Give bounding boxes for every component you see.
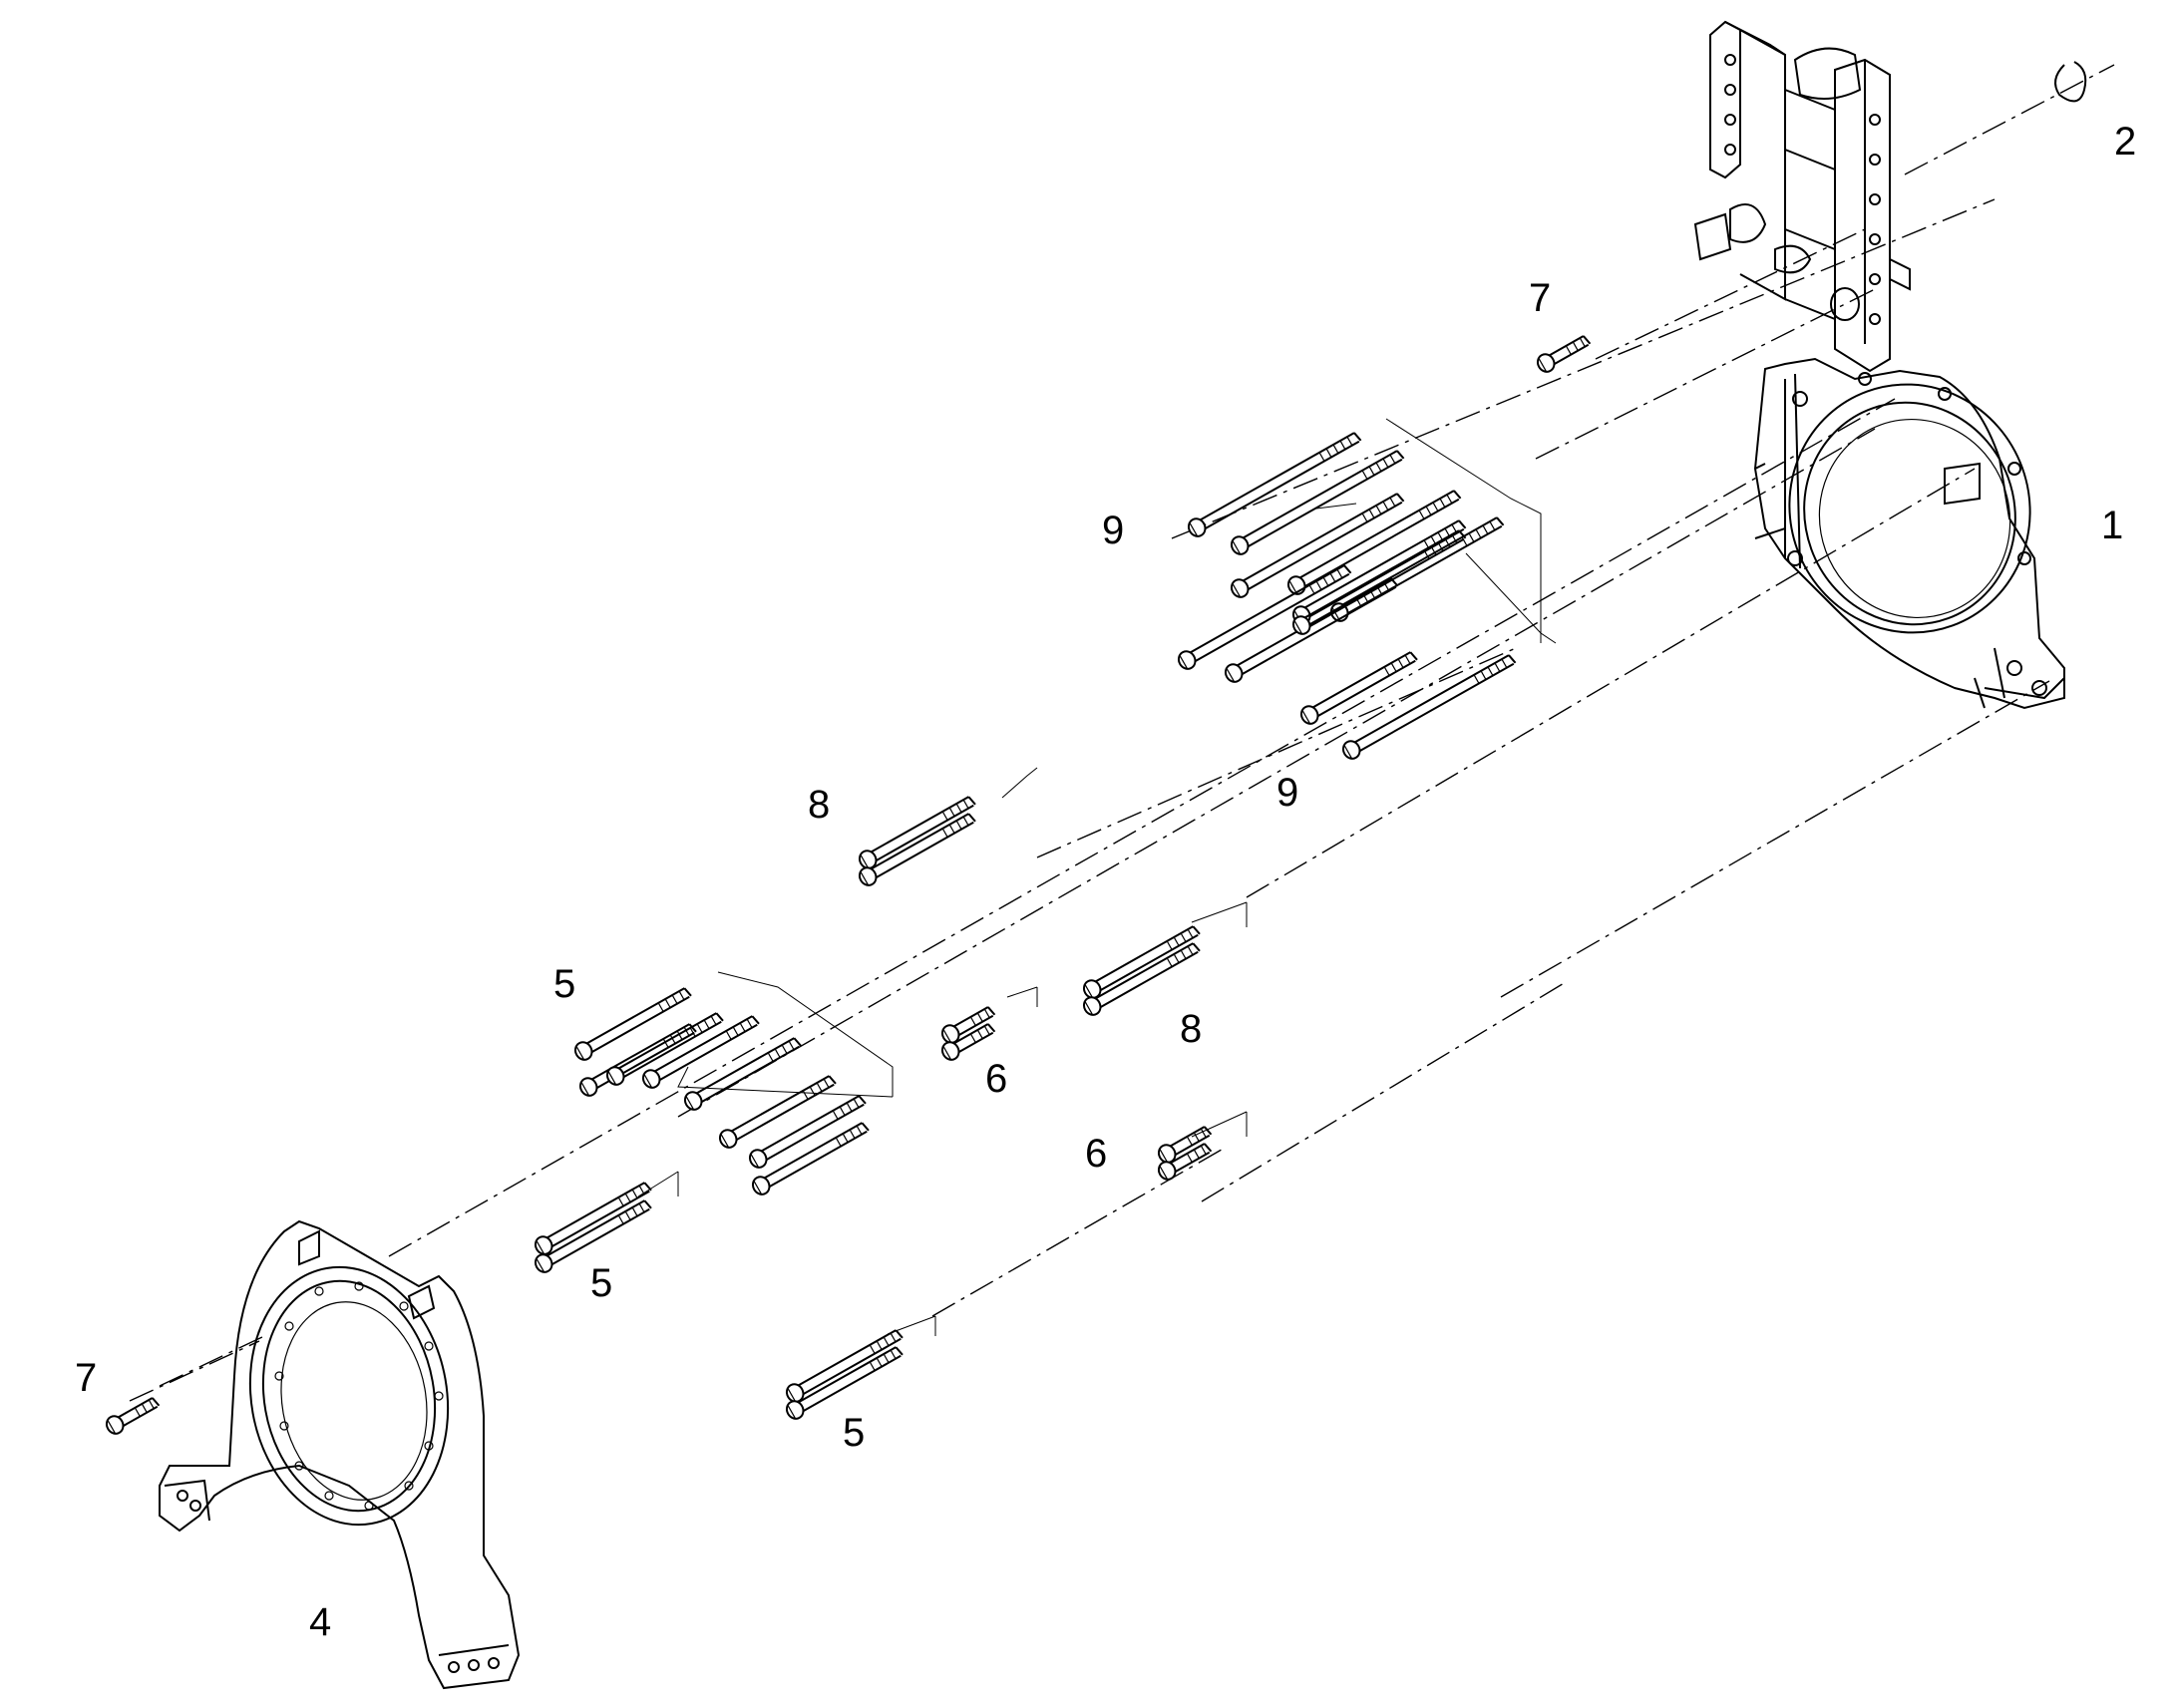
bolt	[1227, 445, 1407, 558]
callout-6-upper: 6	[985, 1057, 1007, 1101]
callout-4: 4	[309, 1600, 331, 1644]
part-2-snap-ring	[2054, 61, 2087, 103]
center-lines	[129, 64, 2115, 1402]
bolt	[1338, 649, 1519, 763]
callout-9-lower: 9	[1276, 771, 1298, 815]
bolt-group-6	[937, 1001, 1215, 1184]
callout-6-lower: 6	[1085, 1132, 1107, 1176]
bolt-group-5	[531, 982, 906, 1423]
callout-8-upper: 8	[808, 783, 830, 827]
bolt	[1184, 427, 1364, 540]
callout-2: 2	[2114, 120, 2136, 164]
bolt	[1296, 646, 1420, 728]
callout-5-upper: 5	[553, 962, 575, 1006]
part-1-housing	[1693, 20, 2065, 710]
part-4-bracket	[159, 1219, 521, 1690]
callout-5-lower: 5	[843, 1411, 865, 1455]
callout-5-middle: 5	[590, 1261, 612, 1305]
callout-7-left: 7	[75, 1356, 97, 1400]
callout-9-upper: 9	[1102, 509, 1124, 552]
callout-1: 1	[2101, 504, 2123, 547]
callout-8-lower: 8	[1180, 1007, 1202, 1051]
callouts: 1 2 4 5 5 5 6 6 7 7 8 8 9 9	[75, 120, 2136, 1644]
bolt-group-leaders	[637, 418, 1557, 1336]
callout-7-top: 7	[1529, 276, 1551, 320]
